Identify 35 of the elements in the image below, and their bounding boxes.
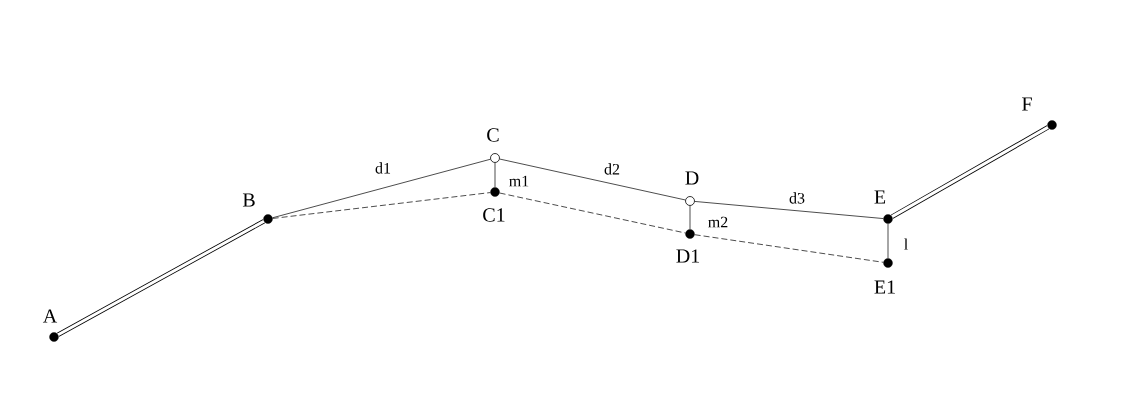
point-label: F [1022,97,1032,111]
line-segment [499,192,686,234]
line-segment [272,158,491,219]
point-marker [883,214,893,224]
edge-label: m1 [509,175,529,187]
line-segment [494,162,496,188]
line-segment [272,192,491,219]
point-label: C1 [483,208,505,222]
point-label: D1 [676,249,699,263]
point-label: B [242,193,255,207]
point-marker [490,187,500,197]
point-marker [263,214,273,224]
point-marker [685,229,695,239]
edge-label: d3 [789,192,805,204]
line-segment [57,219,265,337]
point-marker [1047,120,1057,130]
point-label: D [685,171,699,185]
point-marker [685,196,695,206]
edge-label: d1 [375,162,391,174]
edge-label: m2 [708,216,728,228]
point-label: A [42,309,58,323]
edge-label: l [904,238,908,250]
line-segment [887,223,889,259]
point-marker [49,332,59,342]
line-segment [694,234,884,263]
point-marker [490,153,500,163]
line-segment [689,205,691,230]
point-marker [883,258,893,268]
line-segment [890,125,1050,219]
point-label: C [487,128,499,142]
point-label: E [874,190,886,204]
line-segment [694,201,884,219]
point-label: E1 [874,280,895,294]
edge-label: d2 [604,163,620,175]
line-segment [499,158,686,201]
